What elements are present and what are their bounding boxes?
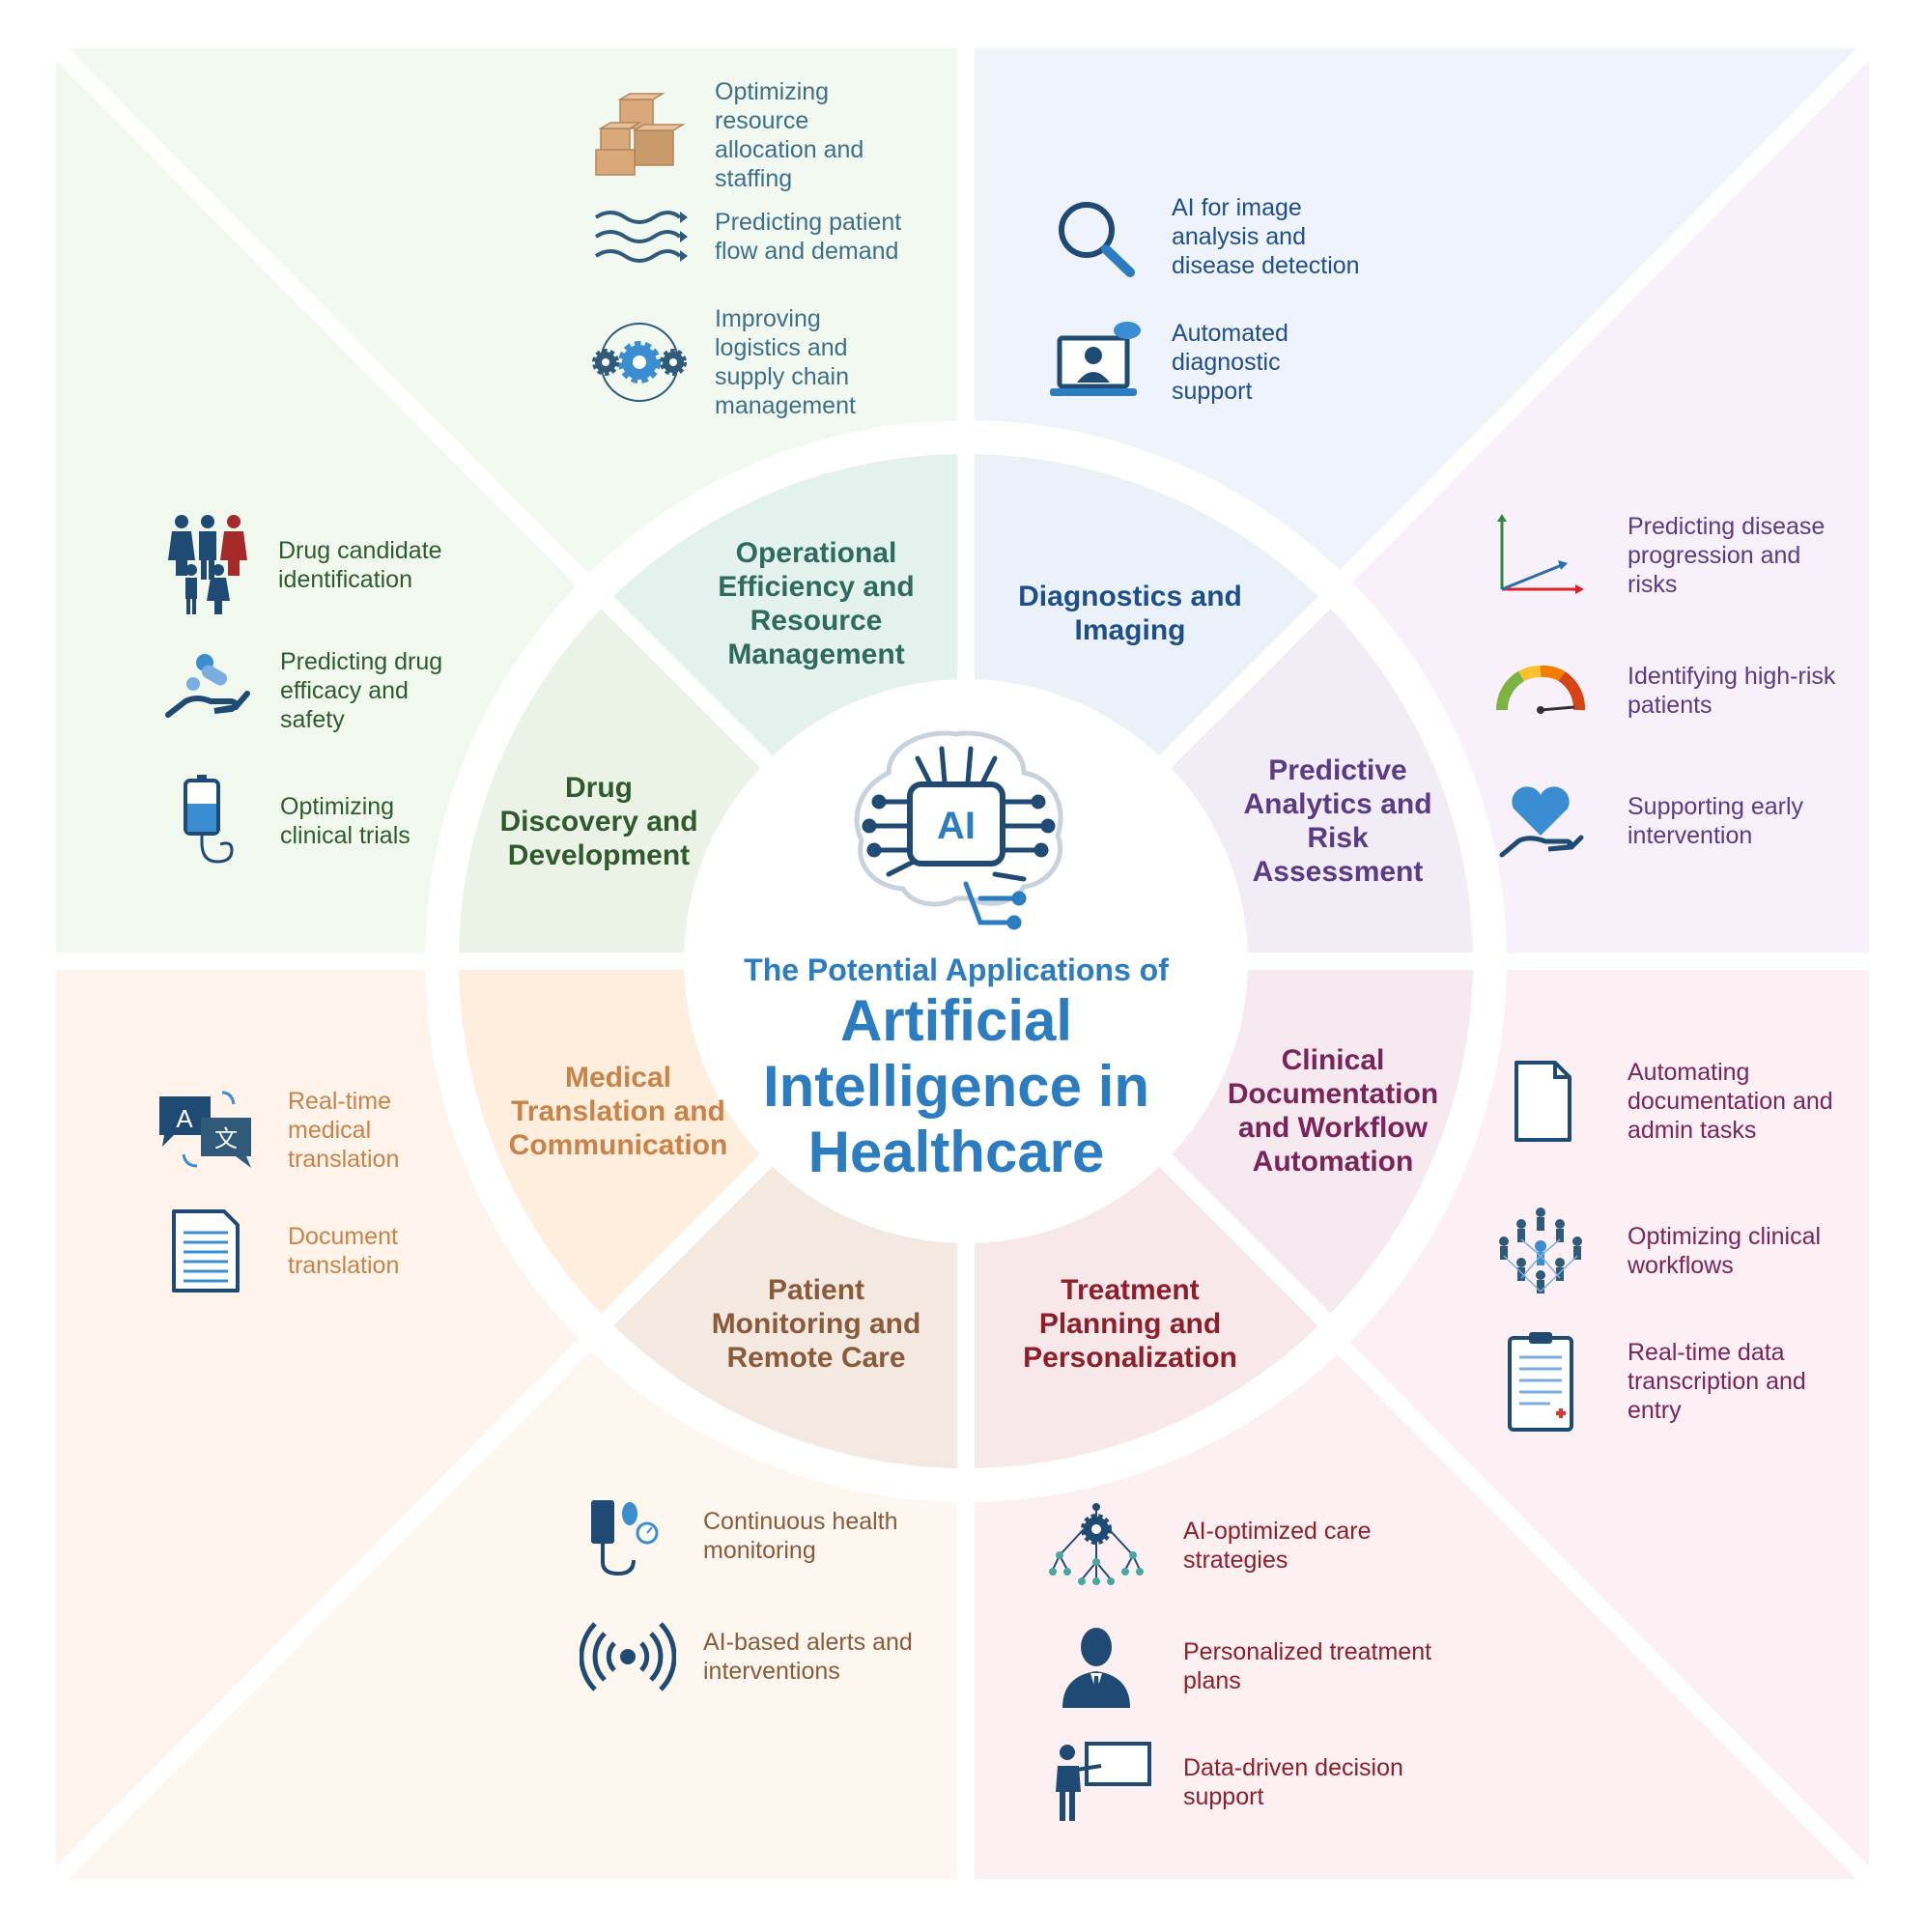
item-text: Predicting patient flow and demand [715, 209, 902, 265]
item-text: AI-based alerts and interventions [703, 1629, 913, 1685]
title-line-3: Healthcare [807, 1120, 1105, 1184]
translate-icon: A 文 [159, 1091, 251, 1168]
segment-label-operational: Operational Efficiency and Resource Mana… [718, 537, 915, 670]
center-title: AI The Potential Applications of Artific… [695, 715, 1217, 1217]
item-text: Data-driven decision support [1183, 1754, 1403, 1810]
blood-pressure-icon [591, 1500, 659, 1577]
item-text: Identifying high-risk patients [1628, 663, 1836, 719]
signal-icon [580, 1622, 676, 1691]
list-item-clin-1: Automating documentation and admin tasks [1492, 1058, 1879, 1145]
ai-badge-text: AI [937, 805, 976, 847]
ai-brain-icon: AI [854, 730, 1063, 930]
segment-label-predictive: Predictive Analytics and Risk Assessment [1243, 754, 1432, 888]
magnifier-icon [1059, 202, 1135, 277]
text-document-icon [172, 1209, 240, 1293]
item-text: Optimizing clinical workflows [1628, 1223, 1822, 1279]
segment-label-clinical: Clinical Documentation and Workflow Auto… [1227, 1044, 1439, 1178]
item-text: Real-time medical translation [288, 1088, 400, 1173]
gauge-icon [1495, 665, 1585, 714]
item-text: Personalized treatment plans [1183, 1638, 1432, 1694]
heart-hand-icon [1499, 786, 1584, 858]
list-item-mon-1: Continuous health monitoring [580, 1492, 927, 1579]
gear-tree-icon [1049, 1503, 1144, 1585]
item-text: Real-time data transcription and entry [1628, 1339, 1806, 1424]
list-item-treat-2: Personalized treatment plans [1048, 1623, 1454, 1710]
list-item-treat-3: Data-driven decision support [1048, 1739, 1454, 1826]
list-item-clin-2: Optimizing clinical workflows [1492, 1203, 1879, 1299]
list-item-pred-3: Supporting early intervention [1492, 778, 1859, 865]
list-item-pred-2: Identifying high-risk patients [1492, 657, 1859, 724]
title-line-1: Artificial [839, 988, 1073, 1053]
pill-hand-icon [165, 654, 250, 718]
people-network-icon [1499, 1208, 1582, 1293]
trend-chart-icon [1497, 514, 1584, 594]
list-item-ops-3: Improving logistics and supply chain man… [591, 304, 910, 420]
segment-label-translation: Medical Translation and Communication [508, 1061, 728, 1161]
list-item-trans-2: Document translation [155, 1208, 473, 1294]
segment-label-drug: Drug Discovery and Development [499, 771, 698, 871]
list-item-drug-2: Predicting drug efficacy and safety [164, 647, 473, 734]
document-icon [1515, 1061, 1571, 1142]
item-text: Predicting drug efficacy and safety [280, 648, 443, 733]
list-item-drug-1: Drug candidate identification [164, 512, 473, 618]
segment-label-diagnostics: Diagnostics and Imaging [1018, 581, 1242, 646]
list-item-ops-2: Predicting patient flow and demand [591, 203, 910, 270]
clipboard-icon [1508, 1332, 1573, 1432]
item-text: AI-optimized care strategies [1183, 1518, 1372, 1574]
item-text: Drug candidate identification [278, 537, 442, 593]
list-item-diag-2: Automated diagnostic support [1048, 319, 1367, 406]
gears-icon [592, 323, 687, 402]
boxes-icon [595, 93, 686, 176]
doctor-icon [1062, 1628, 1130, 1708]
item-text: Optimizing clinical trials [280, 793, 410, 849]
title-line-2: Intelligence in [762, 1054, 1150, 1119]
segment-label-monitoring: Patient Monitoring and Remote Care [711, 1273, 921, 1374]
presenter-board-icon [1056, 1742, 1151, 1821]
item-text: Predicting disease progression and risks [1628, 513, 1826, 598]
item-text: Optimizing resource allocation and staff… [715, 78, 864, 192]
list-item-trans-1: A 文 Real-time medical translation [155, 1087, 473, 1174]
item-text: Automating documentation and admin tasks [1628, 1059, 1833, 1144]
list-item-ops-1: Optimizing resource allocation and staff… [591, 77, 910, 193]
list-item-pred-1: Predicting disease progression and risks [1492, 512, 1859, 599]
item-text: Document translation [288, 1223, 400, 1279]
family-icon [168, 515, 247, 614]
item-text: Improving logistics and supply chain man… [715, 305, 856, 419]
list-item-mon-2: AI-based alerts and interventions [580, 1618, 927, 1695]
item-text: Supporting early intervention [1628, 793, 1804, 849]
segment-label-treatment: Treatment Planning and Personalization [1023, 1273, 1237, 1374]
list-item-diag-1: AI for image analysis and disease detect… [1048, 193, 1367, 280]
item-text: AI for image analysis and disease detect… [1172, 194, 1360, 279]
svg-text:文: 文 [214, 1126, 238, 1152]
item-text: Automated diagnostic support [1172, 320, 1288, 405]
waves-icon [594, 211, 688, 263]
svg-text:A: A [176, 1104, 193, 1133]
list-item-drug-3: Optimizing clinical trials [164, 773, 473, 869]
list-item-treat-1: AI-optimized care strategies [1048, 1502, 1454, 1589]
list-item-clin-3: Real-time data transcription and entry [1492, 1328, 1879, 1435]
title-subtitle: The Potential Applications of [744, 952, 1169, 987]
iv-bag-icon [184, 775, 234, 864]
laptop-doctor-icon [1050, 322, 1141, 396]
item-text: Continuous health monitoring [703, 1508, 898, 1564]
